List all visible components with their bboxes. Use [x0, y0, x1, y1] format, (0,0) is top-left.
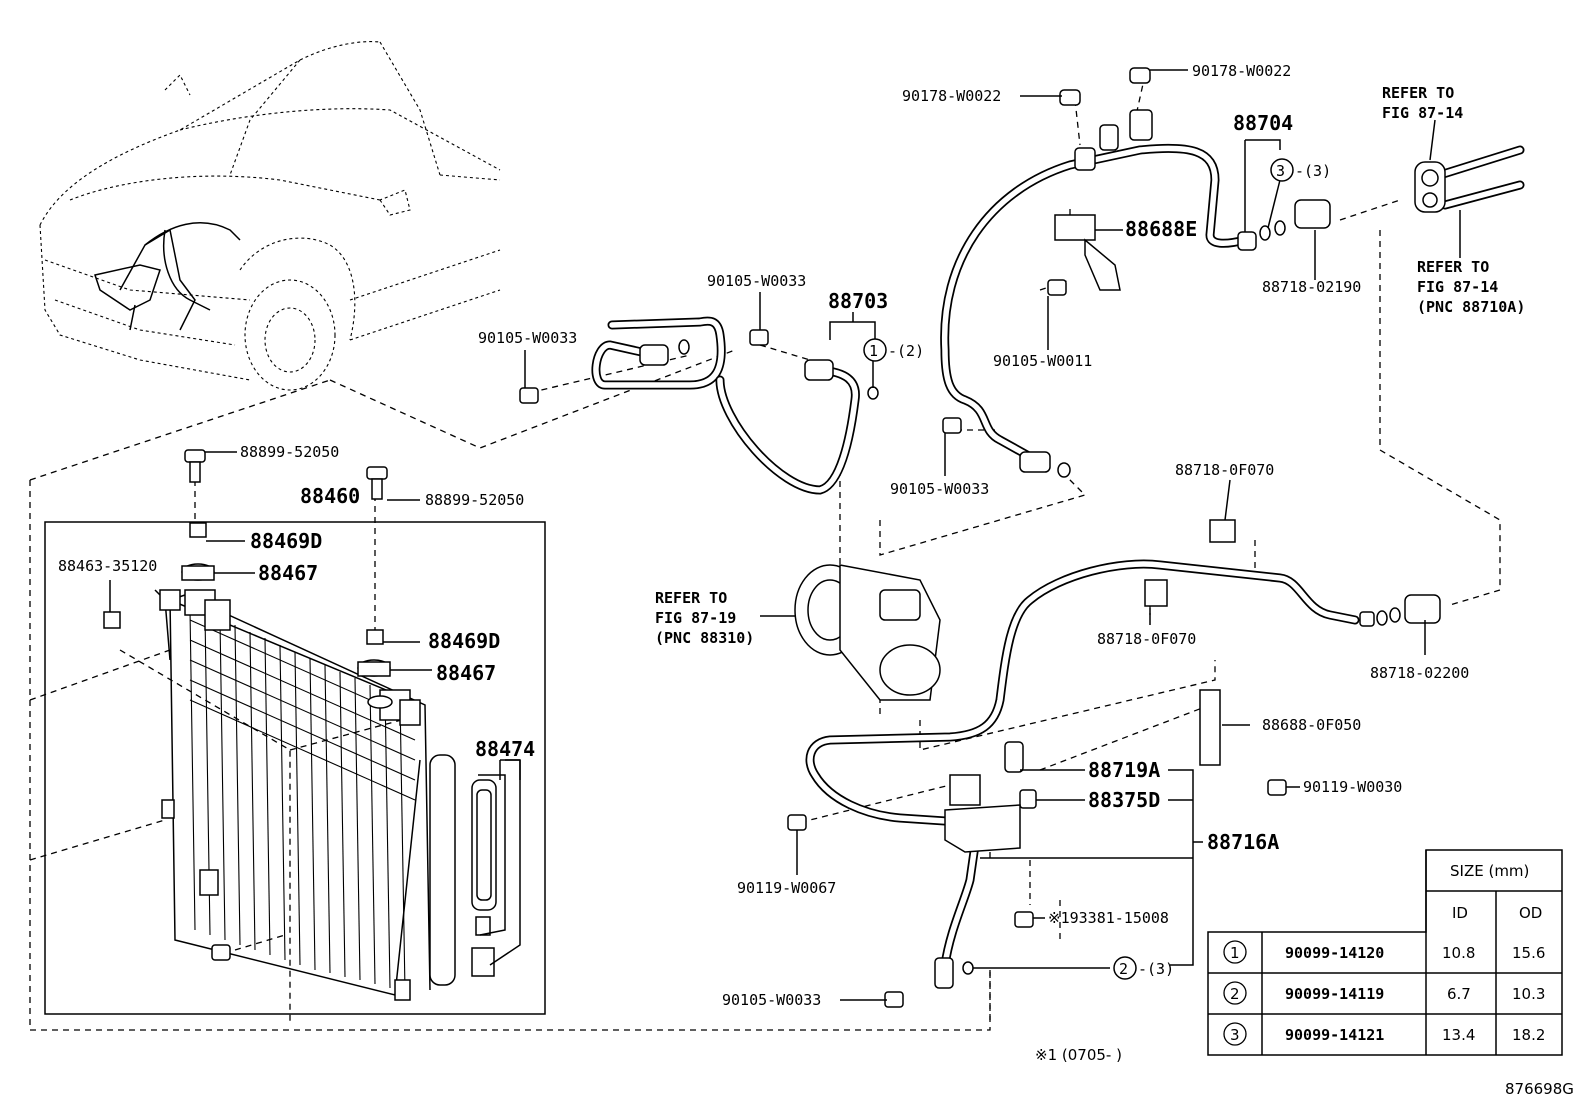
part-labels: 90178-W0022 90178-W0022 88704 REFER TO F… — [58, 62, 1574, 1098]
label-88899-52050-a: 88899-52050 — [240, 443, 339, 461]
label-88688-0f050: 88688-0F050 — [1262, 716, 1361, 734]
ring-1-qty: -(2) — [888, 342, 924, 360]
label-90119-w0030: 90119-W0030 — [1303, 778, 1402, 796]
label-88469d-a: 88469D — [250, 529, 322, 553]
ring-2-qty: -(3) — [1138, 960, 1174, 978]
label-88469d-b: 88469D — [428, 629, 500, 653]
refer-fig-87-14-a-line1: REFER TO — [1382, 84, 1454, 102]
compressor — [794, 564, 941, 701]
size-table-row-2-ref: 2 — [1230, 985, 1240, 1003]
label-88375d: 88375D — [1088, 788, 1160, 812]
refer-fig-87-19-line1: REFER TO — [655, 589, 727, 607]
size-table-header: SIZE (mm) — [1450, 862, 1529, 880]
condenser-core — [103, 589, 456, 1001]
ring-3-qty: -(3) — [1295, 162, 1331, 180]
size-table-col-id: ID — [1452, 904, 1468, 922]
label-90105-w0011: 90105-W0011 — [993, 352, 1092, 370]
refer-fig-87-14-b-line1: REFER TO — [1417, 258, 1489, 276]
label-90178-w0022-left: 90178-W0022 — [902, 87, 1001, 105]
label-90105-w0033-b: 90105-W0033 — [478, 329, 577, 347]
label-88467-a: 88467 — [258, 561, 318, 585]
label-88716a: 88716A — [1207, 830, 1279, 854]
refer-fig-87-14-b-line3: (PNC 88710A) — [1417, 298, 1525, 316]
size-table-row-3-id: 13.4 — [1442, 1026, 1475, 1044]
size-table-row-1-part: 90099-14120 — [1285, 944, 1384, 962]
size-table-row-1-od: 15.6 — [1512, 944, 1545, 962]
refer-fig-87-19-line2: FIG 87-19 — [655, 609, 736, 627]
fittings — [519, 67, 1446, 1008]
refrigerant-pipes — [591, 143, 1525, 970]
footnote-note-1: ※1 (0705- ) — [1035, 1046, 1122, 1064]
label-193381-15008: ※193381-15008 — [1048, 909, 1169, 927]
ring-callouts: 1 -(2) 2 -(3) 3 -(3) — [863, 158, 1331, 980]
label-88899-52050-b: 88899-52050 — [425, 491, 524, 509]
size-table-row-1-id: 10.8 — [1442, 944, 1475, 962]
label-90119-w0067: 90119-W0067 — [737, 879, 836, 897]
label-90105-w0033-a: 90105-W0033 — [707, 272, 806, 290]
label-88719a: 88719A — [1088, 758, 1160, 782]
ring-1-number: 1 — [869, 342, 878, 360]
size-table: SIZE (mm) ID OD 1 90099-14120 10.8 15.6 … — [1207, 849, 1563, 1056]
label-88474: 88474 — [475, 737, 535, 761]
refer-fig-87-19-line3: (PNC 88310) — [655, 629, 754, 647]
refer-fig-87-14-a-line2: FIG 87-14 — [1382, 104, 1463, 122]
label-88460: 88460 — [300, 484, 360, 508]
condenser-assembly-box — [44, 521, 546, 1015]
label-88718-0f070-b: 88718-0F070 — [1097, 630, 1196, 648]
ring-3-number: 3 — [1276, 162, 1285, 180]
receiver-dryer-parts — [471, 759, 521, 977]
label-88467-b: 88467 — [436, 661, 496, 685]
label-90105-w0033-c: 90105-W0033 — [890, 480, 989, 498]
label-90105-w0033-d: 90105-W0033 — [722, 991, 821, 1009]
size-table-row-1-ref: 1 — [1230, 944, 1240, 962]
ring-2-number: 2 — [1119, 960, 1128, 978]
size-table-row-2-od: 10.3 — [1512, 985, 1545, 1003]
label-90178-w0022-right: 90178-W0022 — [1192, 62, 1291, 80]
size-table-row-2-id: 6.7 — [1447, 985, 1471, 1003]
label-88718-02200: 88718-02200 — [1370, 664, 1469, 682]
vehicle-illustration — [39, 41, 501, 391]
size-table-row-3-ref: 3 — [1230, 1026, 1240, 1044]
label-88688e: 88688E — [1125, 217, 1197, 241]
size-table-row-3-od: 18.2 — [1512, 1026, 1545, 1044]
condenser-fasteners — [181, 449, 391, 961]
size-table-row-2-part: 90099-14119 — [1285, 985, 1384, 1003]
label-88718-0f070-a: 88718-0F070 — [1175, 461, 1274, 479]
callout-leaders — [109, 69, 1461, 1001]
figure-number: 876698G — [1505, 1080, 1574, 1098]
label-88704: 88704 — [1233, 111, 1293, 135]
label-88718-02190: 88718-02190 — [1262, 278, 1361, 296]
label-88703: 88703 — [828, 289, 888, 313]
refer-fig-87-14-b-line2: FIG 87-14 — [1417, 278, 1498, 296]
size-table-row-3-part: 90099-14121 — [1285, 1026, 1384, 1044]
size-table-col-od: OD — [1519, 904, 1542, 922]
label-88463-35120: 88463-35120 — [58, 557, 157, 575]
